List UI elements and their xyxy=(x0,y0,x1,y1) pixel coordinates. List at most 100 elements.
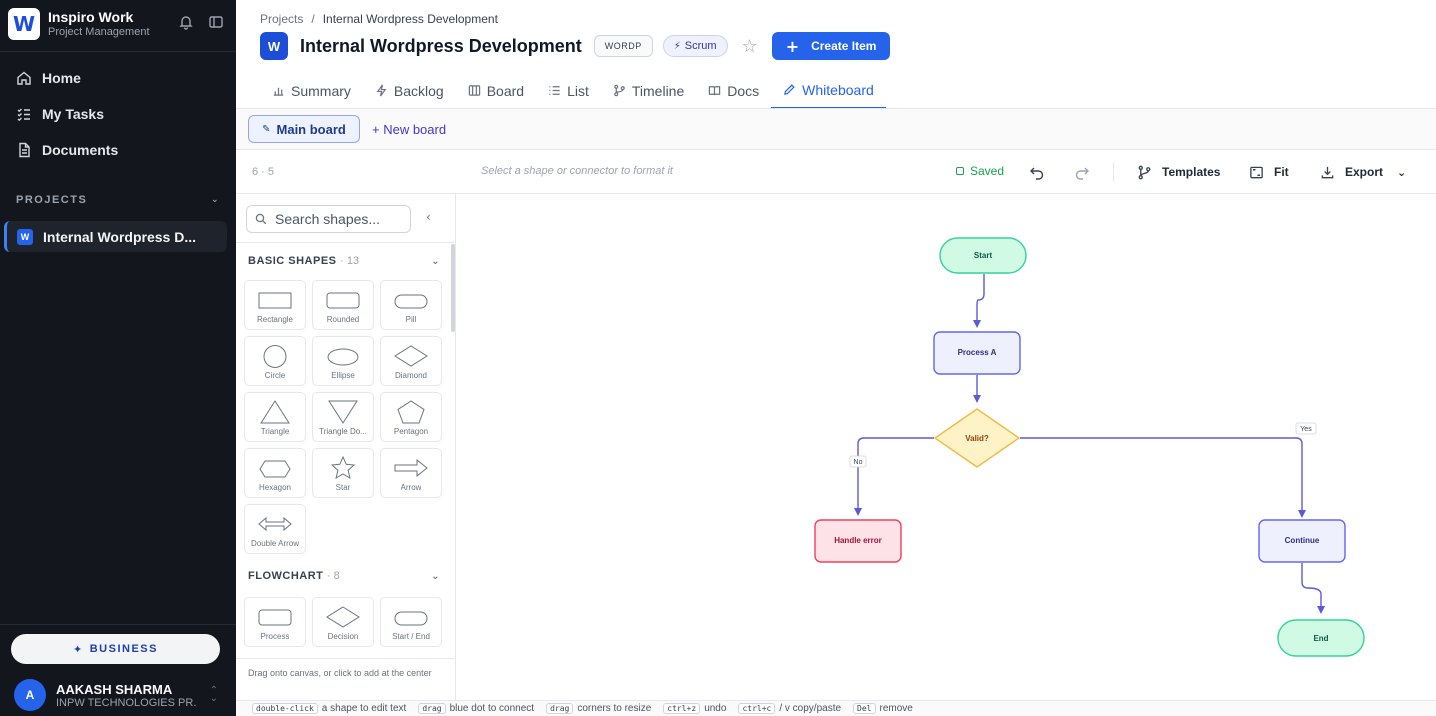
shape-pill[interactable]: Pill xyxy=(380,280,442,330)
collapse-panel-icon[interactable]: ‹ xyxy=(426,210,431,224)
svg-text:Handle error: Handle error xyxy=(834,536,882,545)
plus-icon: + xyxy=(785,36,800,56)
redo-icon[interactable] xyxy=(1072,162,1092,182)
project-code-chip: WORDP xyxy=(593,35,653,57)
saved-icon xyxy=(956,167,964,175)
shape-rectangle[interactable]: Rectangle xyxy=(244,280,306,330)
main-board-button[interactable]: ✎ Main board xyxy=(248,115,360,143)
export-button[interactable]: Export ⌄ xyxy=(1320,162,1406,182)
search-shapes[interactable] xyxy=(246,205,411,233)
chevron-down-icon[interactable]: ⌄ xyxy=(1397,165,1407,179)
sidebar-nav: Home My Tasks Documents xyxy=(0,60,236,168)
breadcrumb-projects[interactable]: Projects xyxy=(260,12,304,26)
node-end[interactable]: End xyxy=(1277,619,1365,657)
sidebar-item-label: My Tasks xyxy=(42,106,104,122)
node-valid-decision[interactable]: Valid? xyxy=(933,408,1021,468)
hint-key: Del xyxy=(853,703,876,714)
chevron-down-icon[interactable]: ⌄ xyxy=(210,195,220,205)
projects-heading[interactable]: PROJECTS ⌄ xyxy=(16,194,220,206)
hint-text: corners to resize xyxy=(577,703,652,714)
tab-label: Summary xyxy=(291,82,351,99)
shape-triangle[interactable]: Triangle xyxy=(244,392,306,442)
node-handle-error[interactable]: Handle error xyxy=(814,519,902,563)
shape-circle[interactable]: Circle xyxy=(244,336,306,386)
new-board-button[interactable]: + New board xyxy=(372,122,447,137)
project-avatar: W xyxy=(260,32,288,60)
flowchart-diagram: No Yes Start Process A Valid? Handle xyxy=(814,237,1365,657)
tab-whiteboard[interactable]: Whiteboard xyxy=(771,72,886,109)
sidebar-divider xyxy=(0,51,236,52)
search-input[interactable] xyxy=(275,211,405,227)
methodology-label: Scrum xyxy=(684,40,717,52)
tab-summary[interactable]: Summary xyxy=(260,72,363,109)
chevron-down-icon: ⌄ xyxy=(431,570,440,582)
sidebar-project-item[interactable]: W Internal Wordpress D... xyxy=(4,221,227,252)
shape-decision[interactable]: Decision xyxy=(312,597,374,647)
tab-board[interactable]: Board xyxy=(456,72,536,109)
shape-hexagon[interactable]: Hexagon xyxy=(244,448,306,498)
section-title: FLOWCHART · 8 xyxy=(248,570,340,582)
shape-rounded[interactable]: Rounded xyxy=(312,280,374,330)
tab-list[interactable]: List xyxy=(536,72,601,109)
title-row: W Internal Wordpress Development WORDP ⚡… xyxy=(260,32,891,60)
sidebar-toggle-icon[interactable] xyxy=(208,14,224,35)
sidebar-item-documents[interactable]: Documents xyxy=(0,132,236,168)
hint-text: a shape to edit text xyxy=(321,703,407,714)
sidebar-item-home[interactable]: Home xyxy=(0,60,236,96)
undo-icon[interactable] xyxy=(1027,162,1047,182)
app-subtitle: Project Management xyxy=(48,26,150,38)
board-icon xyxy=(468,85,480,96)
business-plan-button[interactable]: ✦ BUSINESS xyxy=(11,634,220,664)
fit-button[interactable]: Fit xyxy=(1249,162,1289,182)
sidebar-item-label: Home xyxy=(42,70,81,86)
tab-backlog[interactable]: Backlog xyxy=(363,72,456,109)
connector-continue-end[interactable] xyxy=(1301,563,1325,614)
shape-star[interactable]: Star xyxy=(312,448,374,498)
shape-arrow[interactable]: Arrow xyxy=(380,448,442,498)
sidebar-item-label: Documents xyxy=(42,142,119,158)
breadcrumb-separator: / xyxy=(311,12,315,26)
node-continue[interactable]: Continue xyxy=(1258,519,1346,563)
svg-text:End: End xyxy=(1313,634,1328,643)
shape-triangle-down[interactable]: Triangle Do... xyxy=(312,392,374,442)
book-icon xyxy=(709,86,721,96)
tabs: Summary Backlog Board List Timeline Docs… xyxy=(260,72,886,109)
create-item-button[interactable]: + Create Item xyxy=(771,32,891,60)
shape-start-end[interactable]: Start / End xyxy=(380,597,442,647)
section-flowchart[interactable]: FLOWCHART · 8 ⌄ xyxy=(248,570,440,582)
bell-icon[interactable] xyxy=(178,14,194,35)
main: Projects / Internal Wordpress Developmen… xyxy=(236,0,1436,716)
sidebar-divider xyxy=(0,624,236,625)
star-icon[interactable]: ☆ xyxy=(741,35,758,57)
shape-ellipse[interactable]: Ellipse xyxy=(312,336,374,386)
panel-divider xyxy=(236,242,454,243)
node-process-a[interactable]: Process A xyxy=(933,331,1021,375)
node-start[interactable]: Start xyxy=(939,237,1027,274)
connector-valid-yes[interactable] xyxy=(1020,437,1306,518)
tab-timeline[interactable]: Timeline xyxy=(601,72,696,109)
user-menu[interactable]: A AAKASH SHARMA INPW TECHNOLOGIES PR... … xyxy=(14,678,224,712)
section-basic-shapes[interactable]: BASIC SHAPES · 13 ⌄ xyxy=(248,255,440,267)
connector-start-process[interactable] xyxy=(973,274,985,328)
shape-double-arrow[interactable]: Double Arrow xyxy=(244,504,306,554)
shape-diamond[interactable]: Diamond xyxy=(380,336,442,386)
panel-scrollbar[interactable] xyxy=(451,244,455,332)
timeline-icon xyxy=(614,84,625,97)
shape-pentagon[interactable]: Pentagon xyxy=(380,392,442,442)
chart-icon xyxy=(273,87,284,96)
project-badge: W xyxy=(17,228,33,245)
templates-button[interactable]: Templates xyxy=(1137,162,1220,182)
sidebar-item-my-tasks[interactable]: My Tasks xyxy=(0,96,236,132)
sidebar: W Inspiro Work Project Management Home M… xyxy=(0,0,236,716)
brand[interactable]: W Inspiro Work Project Management xyxy=(8,6,228,42)
download-icon xyxy=(1321,166,1334,178)
shape-process[interactable]: Process xyxy=(244,597,306,647)
business-plan-label: BUSINESS xyxy=(89,643,158,655)
user-name: AAKASH SHARMA xyxy=(56,681,173,697)
flowchart-grid: Process Decision Start / End xyxy=(244,597,442,647)
connector-valid-no[interactable] xyxy=(854,437,934,516)
tab-docs[interactable]: Docs xyxy=(696,72,771,109)
project-label: Internal Wordpress D... xyxy=(43,228,196,245)
whiteboard-canvas[interactable]: No Yes Start Process A Valid? Handle xyxy=(456,194,1436,700)
